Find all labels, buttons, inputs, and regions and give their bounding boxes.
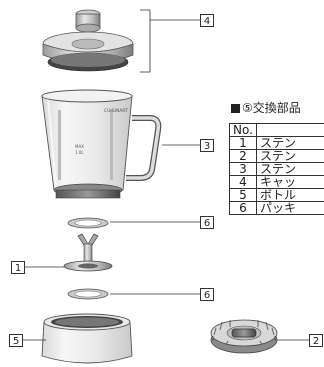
jar: CUISINART MAX 1.0L <box>41 89 162 199</box>
lid-cap <box>75 9 101 33</box>
upper-packing <box>67 217 109 229</box>
row-no: 5 <box>229 188 257 202</box>
row-name: ステン <box>256 162 324 176</box>
header-no: No. <box>229 123 257 137</box>
callout-lower-packing: 6 <box>200 288 214 301</box>
jar-marking-brand: CUISINART <box>104 108 128 114</box>
row-name: パッキ <box>256 201 324 215</box>
jar-marking-max: MAX <box>75 144 84 149</box>
blade-assembly <box>63 233 113 272</box>
row-name: ステン <box>256 149 324 163</box>
title-square-icon <box>231 104 240 113</box>
cap-part <box>210 319 278 354</box>
callout-blade-assembly: 1 <box>11 261 25 274</box>
row-no: 3 <box>229 162 257 176</box>
lower-packing <box>67 288 109 300</box>
row-no: 2 <box>229 149 257 163</box>
parts-table-title: ⑤交換部品 <box>231 101 301 115</box>
row-no: 6 <box>229 201 257 215</box>
row-no: 1 <box>229 136 257 150</box>
parts-table-header: No. <box>229 123 324 137</box>
lid <box>42 31 134 72</box>
parts-table-title-text: ⑤交換部品 <box>242 101 301 115</box>
header-name <box>256 123 324 137</box>
callout-cap: 2 <box>309 334 323 347</box>
row-name: ステン <box>256 136 324 150</box>
base <box>41 313 133 364</box>
row-name: ボトル <box>256 188 324 202</box>
row-no: 4 <box>229 175 257 189</box>
leader-lines <box>23 9 309 341</box>
callout-base: 5 <box>9 334 23 347</box>
jar-marking-volume: 1.0L <box>75 150 84 155</box>
callout-jar: 3 <box>200 139 214 152</box>
callout-upper-packing: 6 <box>200 216 214 229</box>
callout-lid-assembly: 4 <box>200 14 214 27</box>
row-name: キャッ <box>256 175 324 189</box>
